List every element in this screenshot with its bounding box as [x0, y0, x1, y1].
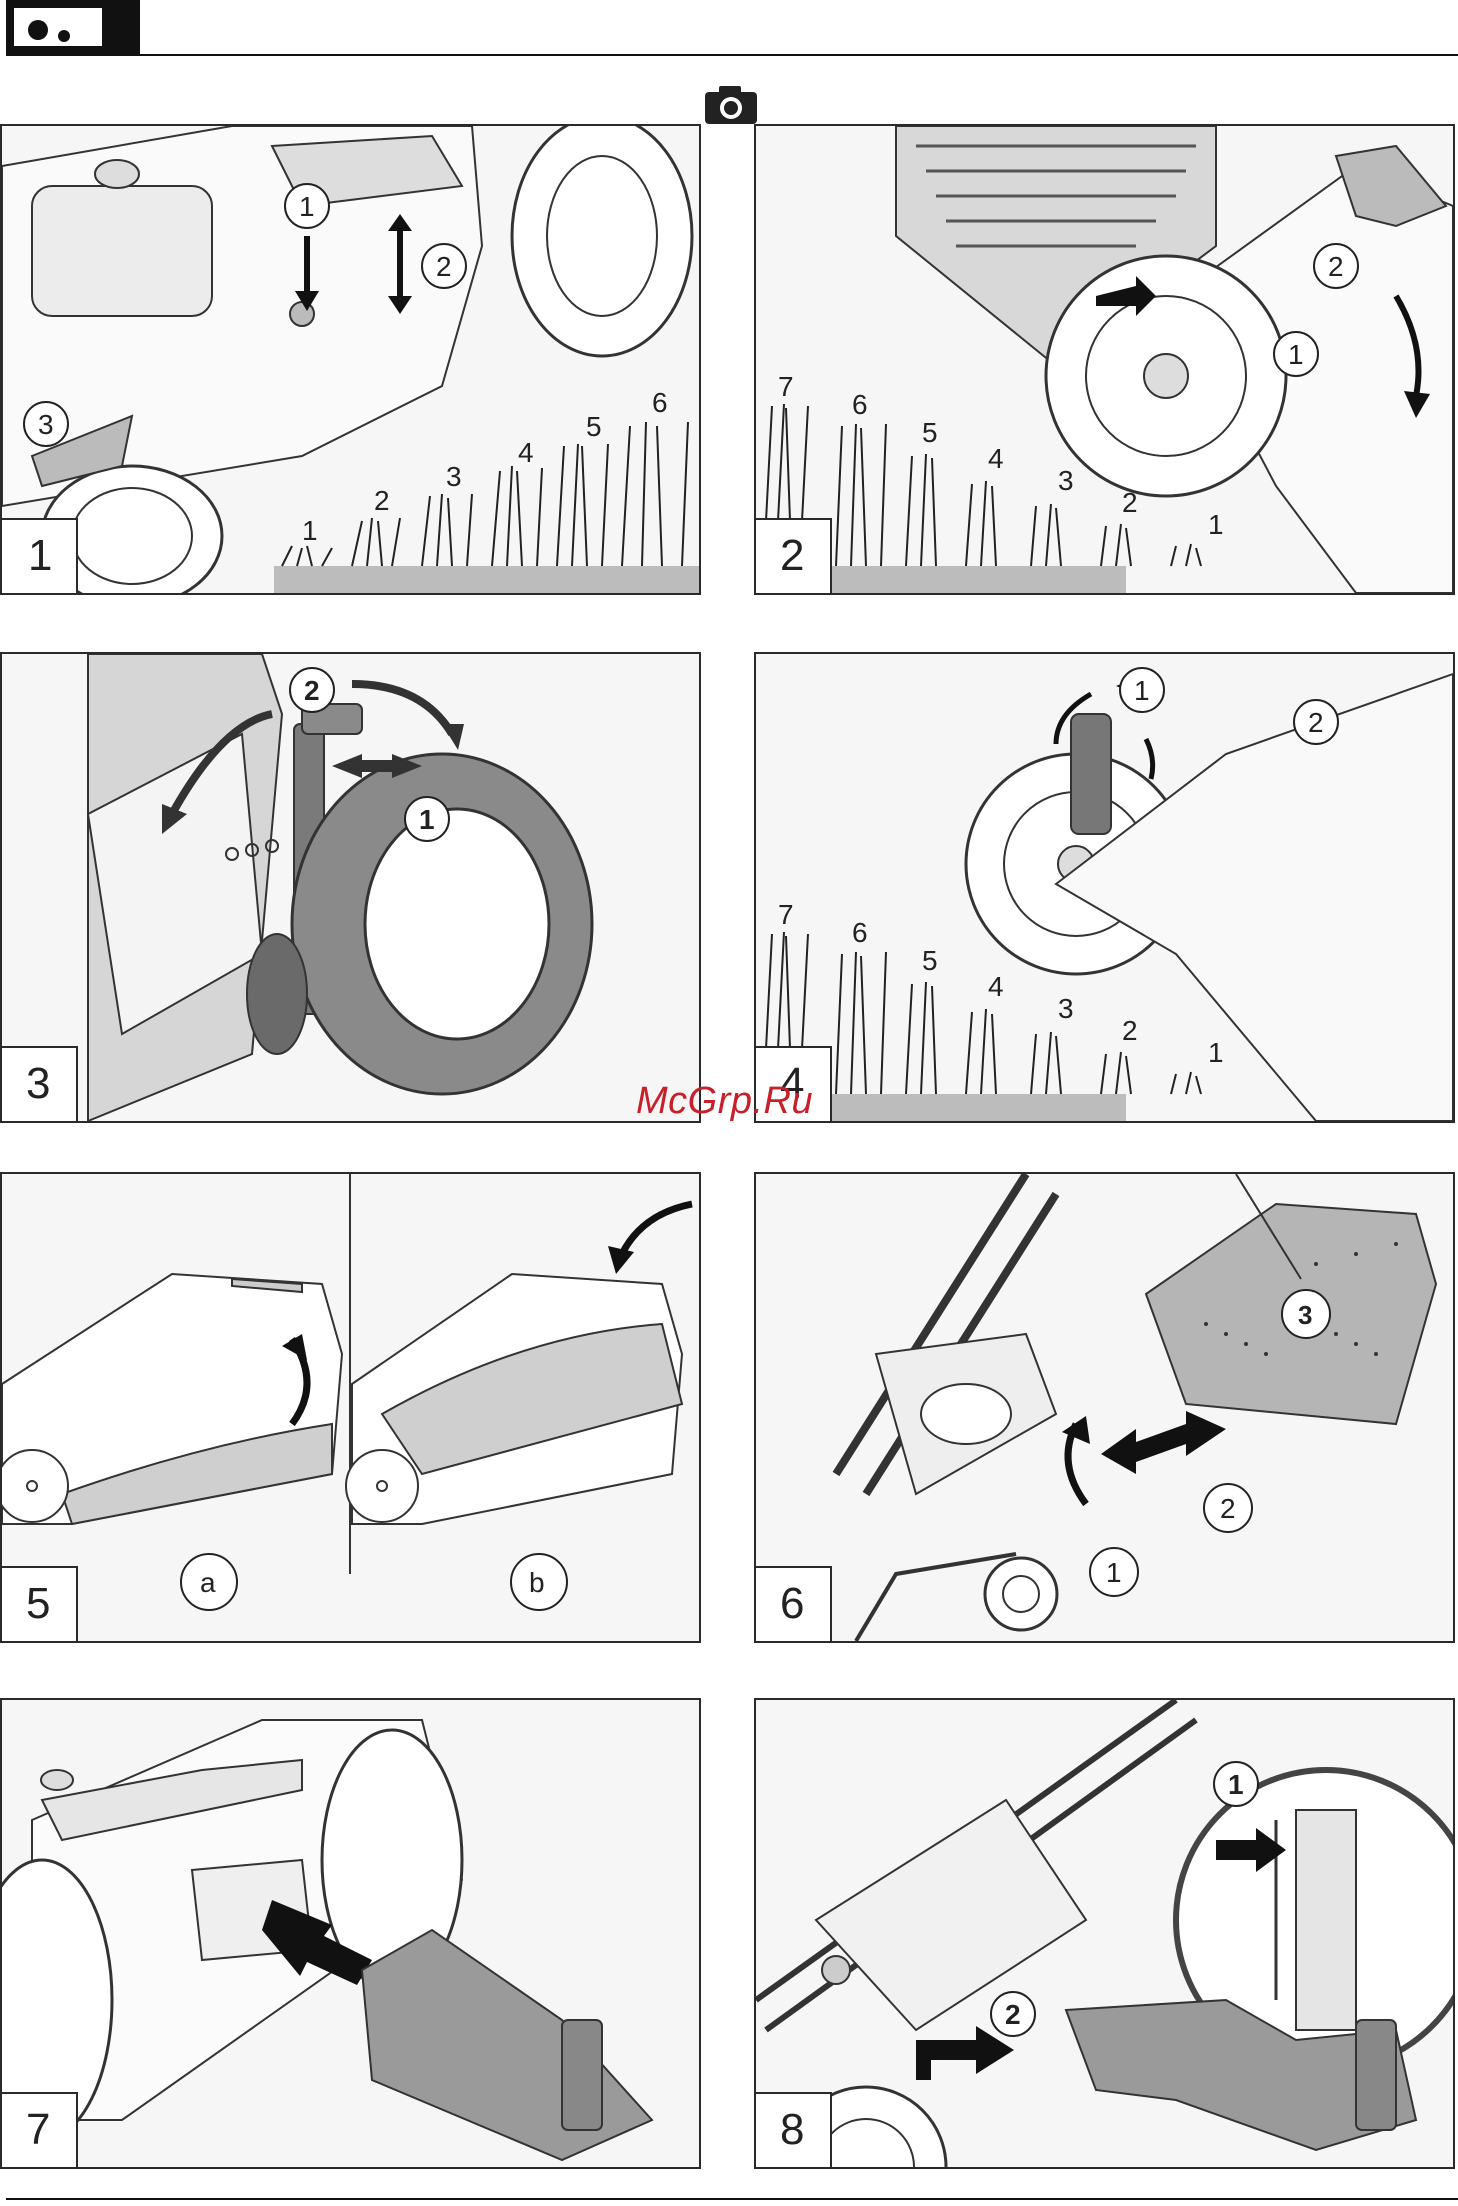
- height-label: 2: [374, 485, 390, 516]
- footer-rule: [6, 2198, 1458, 2200]
- subfigure-label: a: [200, 1567, 216, 1598]
- panel-number: 5: [26, 1579, 50, 1629]
- height-label: 3: [1058, 993, 1074, 1024]
- callout-label: 2: [1220, 1493, 1236, 1524]
- callout-label: 2: [436, 251, 452, 282]
- callout-label: 1: [419, 804, 435, 835]
- height-label: 4: [988, 443, 1004, 474]
- callout-label: 1: [1134, 675, 1150, 706]
- figure-panel-3: 2 1 3: [0, 652, 701, 1123]
- manual-section-logo: [6, 0, 140, 54]
- height-label: 1: [1208, 509, 1224, 540]
- subfigure-label: b: [529, 1567, 545, 1598]
- height-label: 5: [922, 945, 938, 976]
- figure-panel-2: 7 6 5 4 3 2 1 1 2 2: [754, 124, 1455, 595]
- figure-panel-4: 7 6 5 4 3 2 1 1 2 4: [754, 652, 1455, 1123]
- callout-label: 1: [1228, 1769, 1244, 1800]
- height-label: 6: [852, 389, 868, 420]
- callout-label: 1: [1288, 339, 1304, 370]
- height-label: 4: [518, 437, 534, 468]
- callout-label: 1: [299, 191, 315, 222]
- figure-panel-8: 1 2 8: [754, 1698, 1455, 2169]
- height-label: 7: [778, 899, 794, 930]
- watermark-text: McGrp.Ru: [636, 1080, 813, 1123]
- height-label: 5: [922, 417, 938, 448]
- height-label: 5: [586, 411, 602, 442]
- height-label: 6: [652, 387, 668, 418]
- panel-number: 2: [780, 531, 804, 581]
- panel-number: 6: [780, 1579, 804, 1629]
- figure-panel-7: 7: [0, 1698, 701, 2169]
- callout-label: 1: [1106, 1557, 1122, 1588]
- panel-number: 1: [28, 531, 52, 581]
- figure-panel-5: a b 5: [0, 1172, 701, 1643]
- height-label: 1: [1208, 1037, 1224, 1068]
- panel-number: 3: [26, 1059, 50, 1109]
- panel-number: 7: [26, 2105, 50, 2155]
- height-label: 2: [1122, 487, 1138, 518]
- figure-panel-6: 3 2 1 6: [754, 1172, 1455, 1643]
- figure-panel-1: 1 2 3 4 5 6 1 2 3 1: [0, 124, 701, 595]
- callout-label: 2: [1308, 707, 1324, 738]
- callout-label: 3: [38, 409, 54, 440]
- height-label: 3: [1058, 465, 1074, 496]
- header-rule: [6, 0, 1458, 56]
- height-label: 1: [302, 515, 318, 546]
- height-label: 3: [446, 461, 462, 492]
- callout-label: 3: [1298, 1300, 1312, 1330]
- height-label: 6: [852, 917, 868, 948]
- callout-label: 2: [1005, 1999, 1021, 2030]
- height-label: 2: [1122, 1015, 1138, 1046]
- panel-number: 8: [780, 2105, 804, 2155]
- camera-icon: [703, 84, 759, 126]
- callout-label: 2: [1328, 251, 1344, 282]
- height-label: 4: [988, 971, 1004, 1002]
- height-label: 7: [778, 371, 794, 402]
- callout-label: 2: [304, 675, 320, 706]
